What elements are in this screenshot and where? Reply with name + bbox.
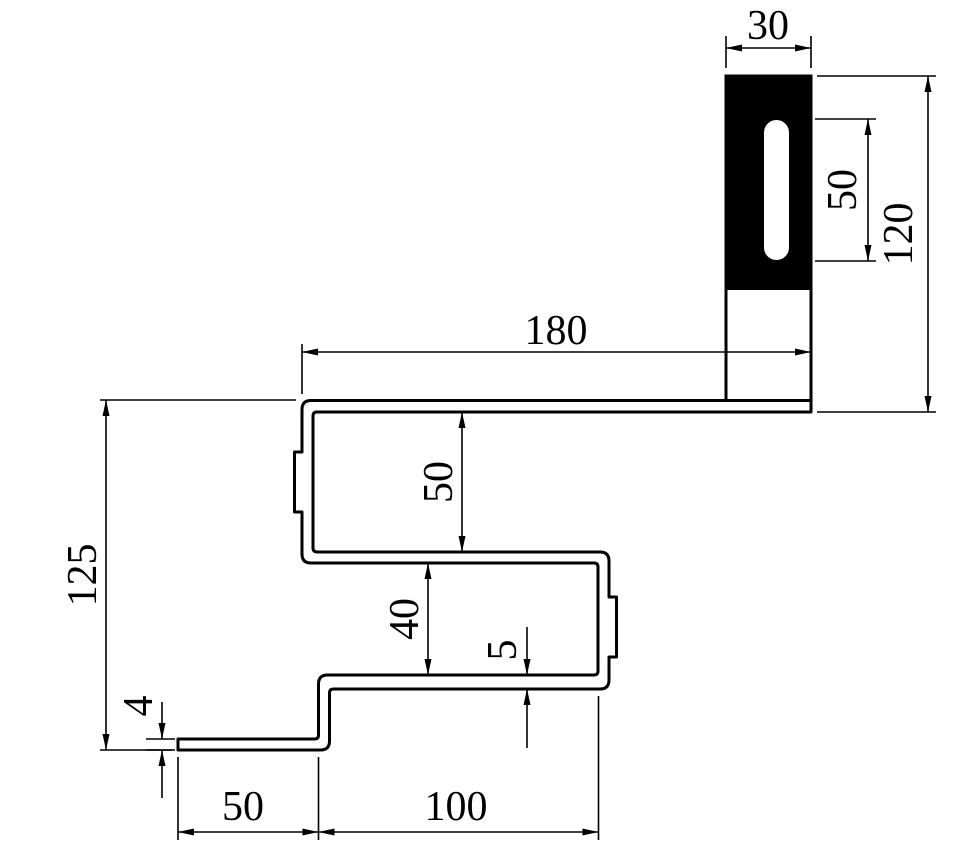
arrowhead (924, 76, 932, 92)
arrowhead (158, 723, 166, 739)
arrowhead (726, 44, 742, 52)
dim-tab-length: 50 (177, 757, 320, 840)
arrowhead (458, 536, 466, 552)
dim-upper-offset: 50 (416, 412, 466, 552)
arrowhead (424, 563, 432, 579)
arrowhead (924, 396, 932, 412)
dim-lower-offset: 40 (382, 563, 432, 675)
dim-text-flange-width: 30 (747, 3, 789, 49)
arrowhead (458, 412, 466, 428)
arrowhead (158, 750, 166, 766)
arrowhead (424, 659, 432, 675)
arrowhead (302, 828, 319, 836)
flange-slot (762, 118, 791, 262)
arrowhead (102, 734, 110, 750)
arrowhead (178, 828, 194, 836)
part-profile (176, 74, 813, 752)
arrowhead (523, 689, 531, 705)
dim-flange-height: 120 (817, 75, 936, 413)
dim-slot-length: 50 (815, 118, 876, 262)
dim-text-overall-height: 125 (60, 544, 106, 607)
dim-tab-thickness: 4 (116, 696, 175, 798)
arrowhead (795, 44, 811, 52)
arrowhead (864, 245, 872, 261)
arrowhead (864, 119, 872, 135)
bracket-profile-outline (176, 399, 813, 752)
dim-lower-run: 100 (318, 696, 600, 840)
dim-overall-height: 125 (60, 399, 296, 751)
dim-top-run: 180 (301, 308, 811, 394)
arrowhead (318, 828, 335, 836)
arrowhead (795, 348, 811, 356)
dim-text-flange-height: 120 (876, 203, 922, 266)
dim-text-tab-thickness: 4 (116, 696, 162, 717)
dim-text-slot-length: 50 (820, 169, 866, 211)
arrowhead (102, 400, 110, 416)
arrowhead (302, 348, 318, 356)
arrowhead (582, 828, 599, 836)
dim-text-upper-offset: 50 (416, 461, 462, 503)
arrowhead (523, 659, 531, 675)
dim-text-lower-web-thickness: 5 (480, 640, 526, 661)
dim-lower-web-thickness: 5 (480, 627, 531, 748)
dim-text-top-run: 180 (525, 308, 588, 354)
dim-flange-width: 30 (725, 3, 812, 68)
dim-text-lower-offset: 40 (382, 598, 428, 640)
dim-text-tab-length: 50 (222, 784, 264, 830)
dim-text-lower-run: 100 (425, 784, 488, 830)
